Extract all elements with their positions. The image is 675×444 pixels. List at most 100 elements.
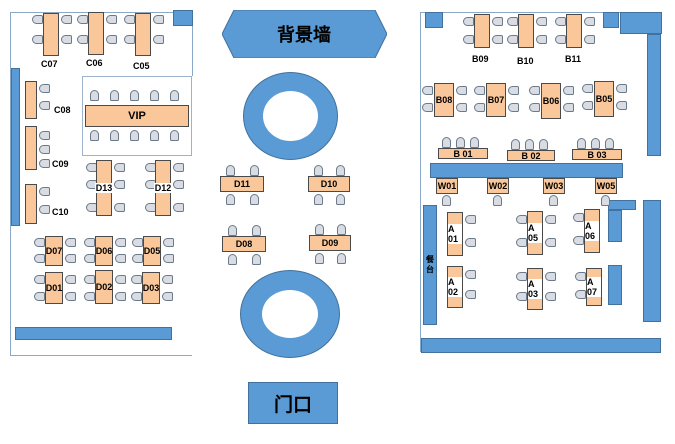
table-b08[interactable]: B08 [434,83,454,117]
table-b11[interactable] [566,14,582,48]
table-b05[interactable]: B05 [594,81,614,117]
table-b03[interactable]: B 03 [572,149,622,160]
chair-icon [39,145,50,154]
table-a06[interactable]: A 06 [584,209,600,253]
chair-icon [555,17,566,26]
table-b06[interactable]: B06 [541,83,561,119]
table-d10[interactable]: D10 [308,176,350,192]
chair-icon [84,238,95,247]
chair-icon [115,275,126,284]
table-b07[interactable]: B07 [486,83,506,117]
table-d12[interactable]: D12 [153,160,173,216]
pillar-top-left [173,10,193,26]
table-d02[interactable]: D02 [95,270,113,304]
table-d13[interactable]: D13 [94,160,114,216]
table-w05[interactable]: W05 [595,178,617,194]
chair-icon [170,90,179,101]
table-b10[interactable] [518,14,534,48]
chair-icon [516,215,527,224]
chair-icon [465,290,476,299]
table-c06[interactable] [88,12,104,55]
table-b02[interactable]: B 02 [507,150,555,161]
chair-icon [575,290,586,299]
chair-icon [337,224,346,235]
chair-icon [65,254,76,263]
entrance-door: 门口 [248,382,338,424]
table-d07[interactable]: D07 [45,236,63,266]
table-c06-label: C06 [86,58,103,68]
table-a02[interactable]: A 02 [447,266,463,308]
table-c08[interactable] [25,81,37,119]
chair-icon [250,194,259,205]
chair-icon [422,86,433,95]
table-b01[interactable]: B 01 [438,148,488,159]
chair-icon [584,35,595,44]
table-w03[interactable]: W03 [543,178,565,194]
chair-icon [516,292,527,301]
chair-icon [315,224,324,235]
background-wall: 背景墙 [222,10,387,58]
chair-icon [34,292,45,301]
chair-icon [511,139,520,150]
table-d05-label: D05 [143,246,161,256]
table-a01[interactable]: A 01 [447,212,463,256]
chair-icon [130,130,139,141]
chair-icon [337,253,346,264]
table-w02[interactable]: W02 [487,178,509,194]
table-a03[interactable]: A 03 [527,268,543,310]
table-a07[interactable]: A 07 [586,268,602,306]
chair-icon [463,35,474,44]
wall-right-inner [420,12,421,352]
table-d06-label: D06 [95,246,113,256]
chair-icon [336,165,345,176]
table-d08[interactable]: D08 [222,236,266,252]
table-d06[interactable]: D06 [95,236,113,266]
table-c07[interactable] [43,13,59,56]
chair-icon [573,236,584,245]
table-c05[interactable] [135,13,151,56]
table-b06-label: B06 [542,96,560,106]
table-d01-label: D01 [45,283,63,293]
chair-icon [549,195,558,206]
chair-icon [456,86,467,95]
table-d09[interactable]: D09 [309,235,351,251]
chair-icon [65,238,76,247]
table-b09[interactable] [474,14,490,48]
bottom-left-bar [15,327,172,340]
table-b10-label: B10 [517,56,534,66]
chair-icon [162,292,173,301]
chair-icon [114,180,125,189]
chair-icon [39,101,50,110]
table-d03[interactable]: D03 [142,272,160,304]
chair-icon [39,205,50,214]
chair-icon [153,15,164,24]
table-d11[interactable]: D11 [220,176,264,192]
wall-left [10,12,11,355]
chair-icon [493,195,502,206]
table-a06-label: A 06 [585,221,599,241]
table-d02-label: D02 [95,282,113,292]
chair-icon [34,275,45,284]
chair-icon [545,238,556,247]
wall-top-right [420,12,662,13]
service-counter-label-bottom: 台 [426,265,434,274]
pillar-top-right-1 [425,12,443,28]
table-a01-label: A 01 [448,224,462,244]
table-a05[interactable]: A 05 [527,211,543,255]
chair-icon [555,35,566,44]
table-c09[interactable] [25,126,37,170]
pillar-top-right-2 [603,12,619,28]
chair-icon [173,203,184,212]
chair-icon [150,90,159,101]
table-d01[interactable]: D01 [45,272,63,304]
table-d08-label: D08 [235,239,253,249]
table-c10-label: C10 [52,207,69,217]
table-d05[interactable]: D05 [143,236,161,266]
chair-icon [474,103,485,112]
service-counter: 餐 台 [423,205,437,325]
table-vip[interactable]: VIP [85,105,189,127]
table-w01[interactable]: W01 [436,178,458,194]
chair-icon [163,254,174,263]
chair-icon [545,272,556,281]
table-c10[interactable] [25,184,37,224]
